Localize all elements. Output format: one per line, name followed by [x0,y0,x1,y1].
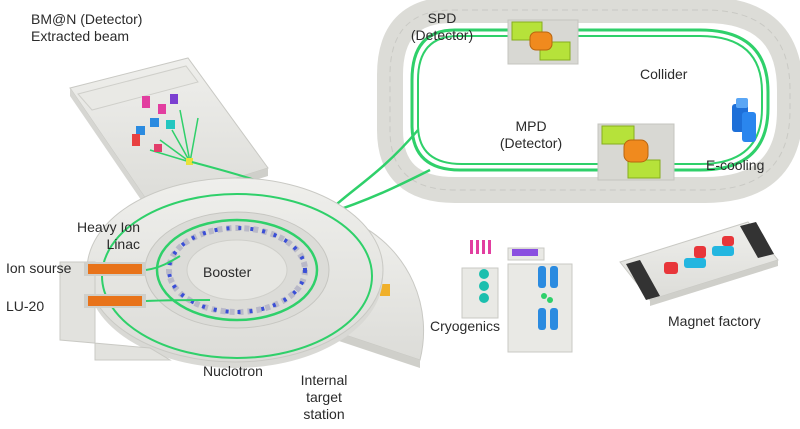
nuclotron-base [59,177,384,368]
mpd-detector [597,123,675,181]
heavy-ion-label-line2: Linac [106,236,140,252]
nuclotron-label: Nuclotron [203,363,263,379]
bmn-label-line1: BM@N (Detector) [31,11,143,27]
internal-target-line1: Internal [300,372,348,388]
collider-label: Collider [640,66,688,82]
bmn-label-line2: Extracted beam [31,28,130,44]
mpd-label-line2: (Detector) [499,135,563,151]
heavy-ion-label-line1: Heavy Ion [76,219,140,235]
spd-label-line2: (Detector) [410,27,474,43]
spd-label-line1: SPD [427,10,457,26]
internal-target-line2: target [306,389,342,405]
cryogenics-label: Cryogenics [430,318,501,334]
cryogenics-area [461,240,573,353]
linac-lines [84,255,211,308]
ecooling-label: E-cooling [706,157,765,173]
magnet-factory-hall [619,221,779,306]
magnet-factory-label: Magnet factory [668,313,761,329]
collider-ring [377,0,800,203]
mpd-label: MPD (Detector) [490,118,572,152]
ecooling-unit [732,98,756,142]
heavy-ion-linac-label: Heavy Ion Linac [60,219,140,253]
lu20-label: LU-20 [6,298,45,314]
mpd-label-line1: MPD [515,118,547,134]
booster-label: Booster [203,264,252,280]
internal-target-line3: station [303,406,345,422]
ion-source-label: Ion sourse [6,260,72,276]
spd-detector [507,19,579,65]
internal-target-label: Internal target station [292,372,356,423]
spd-label: SPD (Detector) [402,10,482,44]
bmn-label: BM@N (Detector) Extracted beam [31,11,142,45]
